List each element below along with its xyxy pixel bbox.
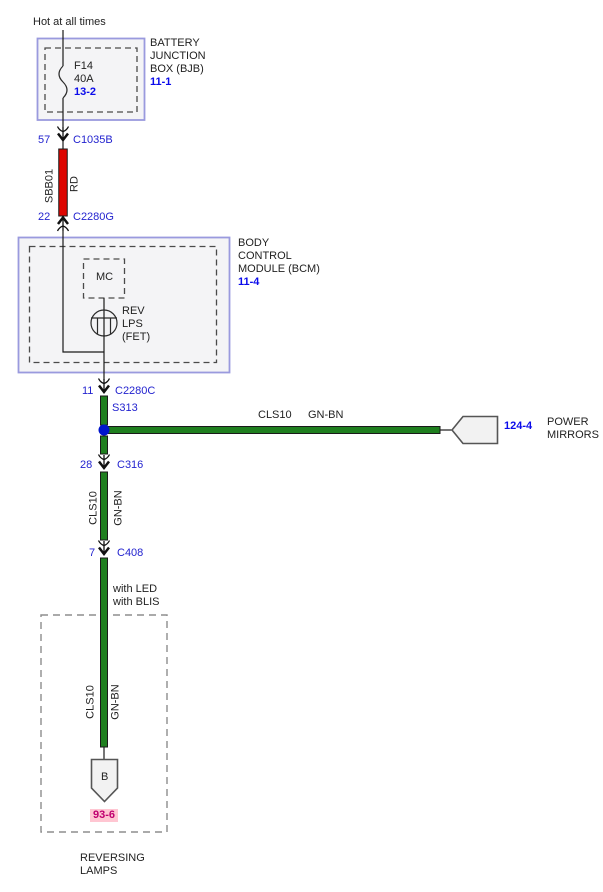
wire-color-gnbn-label: GN-BN — [109, 684, 122, 720]
bcm-title-line: MODULE (BCM) — [238, 263, 320, 275]
connector-arrow-icon — [97, 539, 111, 556]
pin-22-label: 22 — [38, 211, 51, 223]
pin-11-label: 11 — [82, 385, 94, 397]
bjb-box — [36, 37, 146, 121]
fet-driver-label-block: REV LPS (FET) — [122, 305, 150, 344]
splice-s313-dot — [98, 424, 110, 436]
green-wire-mirror-branch — [103, 426, 441, 434]
power-mirrors-line: MIRRORS — [547, 429, 599, 441]
option-note-line: with BLIS — [113, 596, 160, 608]
power-mirrors-line: POWER — [547, 416, 589, 428]
red-wire-sbb01 — [58, 148, 68, 217]
pin-7-label: 7 — [89, 547, 96, 559]
bcm-title-line: BODY — [238, 237, 270, 249]
bcm-title-line: CONTROL — [238, 250, 292, 262]
connector-c2280g-label: C2280G — [73, 211, 114, 223]
bcm-input-wire — [62, 230, 104, 353]
bjb-title-line: BATTERY — [150, 37, 200, 49]
branch-circuit-label: CLS10 — [258, 409, 292, 421]
option-note-line: with LED — [113, 583, 158, 595]
bcm-title-block: BODY CONTROL MODULE (BCM) 11-4 — [238, 237, 320, 289]
fuse-icon — [58, 65, 68, 99]
connector-c316-label: C316 — [117, 459, 144, 471]
circuit-cls10-label: CLS10 — [87, 491, 100, 525]
connector-arrow-icon — [56, 216, 70, 233]
offpage-connector-icon — [450, 415, 499, 445]
wire-color-gnbn-label: GN-BN — [112, 490, 125, 526]
reversing-lamps-label-block: REVERSING LAMPS — [80, 852, 145, 878]
terminal-b-label: B — [101, 771, 109, 783]
bjb-page-ref[interactable]: 11-1 — [150, 76, 172, 88]
connector-arrow-icon — [97, 377, 111, 394]
bjb-title-block: BATTERY JUNCTION BOX (BJB) 11-1 — [150, 37, 206, 89]
connector-c2280c-label: C2280C — [115, 385, 156, 397]
green-wire-seg2 — [100, 435, 108, 455]
connector-c1035b-label: C1035B — [73, 134, 113, 146]
wire-color-rd-label: RD — [68, 176, 81, 192]
hot-at-all-times-label: Hot at all times — [33, 16, 106, 28]
reversing-lamps-line: REVERSING — [80, 852, 145, 864]
power-mirrors-page-ref[interactable]: 124-4 — [504, 420, 533, 432]
bjb-inner-dashed-box — [44, 47, 138, 113]
connector-arrow-icon — [97, 453, 111, 470]
mc-label: MC — [96, 271, 114, 283]
circuit-sbb01-label: SBB01 — [43, 168, 56, 204]
pin-28-label: 28 — [80, 459, 93, 471]
reversing-lamps-line: LAMPS — [80, 865, 118, 877]
option-note-block: with LED with BLIS — [113, 583, 159, 609]
splice-s313-label: S313 — [112, 402, 138, 414]
power-mirrors-label-block: POWER MIRRORS — [547, 416, 599, 442]
bjb-title-line: BOX (BJB) — [150, 63, 204, 75]
green-wire-seg1 — [100, 395, 108, 426]
fuse-rating: 40A — [74, 73, 94, 85]
fuse-page-ref[interactable]: 13-2 — [74, 86, 97, 98]
pin-57-label: 57 — [38, 134, 51, 146]
fet-driver-line: LPS — [122, 318, 143, 330]
branch-wire-color-label: GN-BN — [308, 409, 344, 421]
green-wire-seg4 — [100, 557, 108, 748]
green-wire-seg3 — [100, 471, 108, 541]
connector-arrow-icon — [56, 125, 70, 142]
connector-c408-label: C408 — [117, 547, 144, 559]
bcm-inner-dashed-box — [28, 245, 218, 364]
circuit-cls10-label: CLS10 — [84, 685, 97, 719]
bjb-title-line: JUNCTION — [150, 50, 206, 62]
bcm-page-ref[interactable]: 11-4 — [238, 276, 260, 288]
lamps-page-ref[interactable]: 93-6 — [90, 809, 119, 822]
fuse-label-block: F14 40A 13-2 — [74, 60, 96, 99]
terminal-b-icon — [90, 758, 119, 803]
fet-driver-line: (FET) — [122, 331, 151, 343]
fet-driver-line: REV — [122, 305, 145, 317]
fuse-name: F14 — [74, 60, 93, 72]
